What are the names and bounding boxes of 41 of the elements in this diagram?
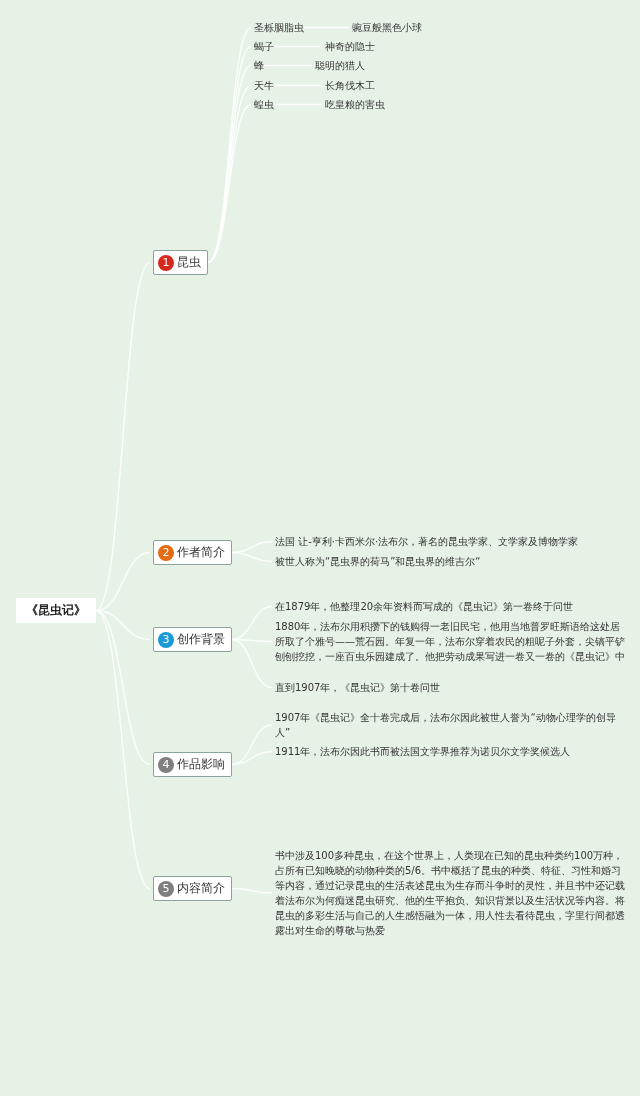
- step-number: 1: [158, 254, 174, 271]
- connector-line: [231, 887, 273, 894]
- note-text: 在1879年，他整理20余年资料而写成的《昆虫记》第一卷终于问世: [275, 599, 627, 614]
- central-topic-box: 《昆虫记》: [16, 598, 96, 623]
- topic-box: [153, 876, 232, 901]
- connector-line: [95, 609, 151, 890]
- note-text: 被世人称为“昆虫界的荷马”和昆虫界的维吉尔“: [275, 554, 627, 569]
- step-number: 5: [158, 880, 174, 897]
- step-number: 2: [158, 544, 174, 561]
- note-text: 书中涉及100多种昆虫，在这个世界上，人类现在已知的昆虫种类约100万种，占所有已知晚晓的动物种类的5/6。书中概括了昆虫的种类、特征、习性和婚习等内容，通过记录昆虫的生活表述昆虫为生存而斗争时的灵性，并且书中还记载着法布尔为何痴迷昆虫研究、他的生平抱负、知识背景以及生活状况等内容。将昆虫的多彩生活与自己的人生感悟融为一体，用人性去看待昆虫，字里行间都透露出对生命的尊敬与热爱: [275, 848, 627, 938]
- connector-line: [231, 724, 273, 766]
- note-text: 1911年，法布尔因此书而被法国文学界推荐为诺贝尔文学奖候选人: [275, 744, 627, 759]
- topic-label: 内容简介: [177, 880, 225, 897]
- step-number: 3: [158, 631, 174, 648]
- note-text: 1880年，法布尔用积攒下的钱购得一老旧民宅，他用当地普罗旺斯语给这处居所取了个雅号——荒石园。年复一年，法布尔穿着农民的粗呢子外套，尖镐平铲刨刨挖挖，一座百虫乐园建成了。他把劳动成果写进一卷又一卷的《昆虫记》中: [275, 619, 627, 664]
- topic-box: [153, 752, 232, 777]
- note-text: 法国 让-亨利·卡西米尔·法布尔，著名的昆虫学家、文学家及博物学家: [275, 534, 627, 549]
- note-text: 神奇的隐士: [325, 39, 375, 54]
- topic-label: 创作背景: [177, 631, 225, 648]
- topic-label: 作者简介: [177, 544, 225, 561]
- note-text: 圣栎胭脂虫: [254, 20, 304, 35]
- note-text: 蝎子: [254, 39, 274, 54]
- connector-line: [231, 638, 273, 689]
- topic-box: [153, 540, 232, 565]
- topic-box: [153, 250, 208, 275]
- connector-line: [95, 261, 151, 612]
- note-text: 蝗虫: [254, 97, 274, 112]
- note-text: 蜂: [254, 58, 264, 73]
- note-text: 豌豆般黑色小球: [352, 20, 422, 35]
- note-text: 天牛: [254, 78, 274, 93]
- note-text: 吃皇粮的害虫: [325, 97, 385, 112]
- note-text: 直到1907年，《昆虫记》第十卷问世: [275, 680, 627, 695]
- step-number: 4: [158, 756, 174, 773]
- note-text: 聪明的猎人: [315, 58, 365, 73]
- note-text: 1907年《昆虫记》全十卷完成后，法布尔因此被世人誉为“动物心理学的创导人”: [275, 710, 627, 740]
- topic-label: 昆虫: [177, 254, 201, 271]
- note-text: 长角伐木工: [325, 78, 375, 93]
- connector-line: [231, 750, 273, 766]
- topic-label: 作品影响: [177, 756, 225, 773]
- connector-line: [231, 551, 273, 563]
- topic-box: [153, 627, 232, 652]
